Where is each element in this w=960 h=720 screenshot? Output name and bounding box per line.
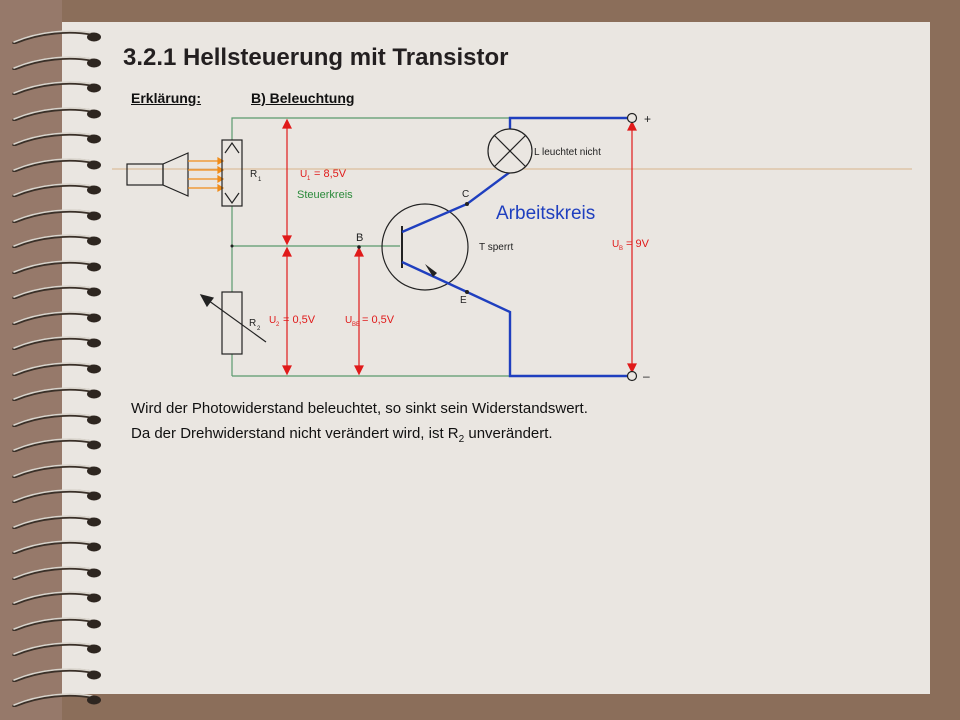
emitter-label: E: [460, 295, 467, 306]
u2-value: = 0,5V: [283, 314, 316, 326]
emitter-node: [465, 290, 469, 294]
spiral-ring: [12, 489, 101, 503]
spiral-ring: [12, 234, 101, 248]
ube-sub: BE: [352, 322, 360, 328]
spiral-ring: [12, 310, 101, 325]
potentiometer-r2: [199, 291, 267, 355]
spiral-ring: [12, 616, 101, 631]
page-shadow: [0, 0, 62, 720]
spiral-ring: [12, 81, 101, 95]
explanation-line-2: Da der Drehwiderstand nicht verändert wi…: [131, 425, 553, 445]
ube-value: = 0,5V: [362, 314, 395, 326]
spiral-ring: [12, 387, 101, 401]
lamp-state: L leuchtet nicht: [534, 147, 601, 158]
minus-label: –: [643, 369, 650, 383]
spiral-ring: [12, 132, 101, 146]
ub-value: = 9V: [626, 238, 650, 250]
arbeitskreis-label: Arbeitskreis: [496, 203, 595, 224]
light-rays: [188, 156, 225, 193]
subtitle-case: B) Beleuchtung: [251, 90, 355, 106]
voltage-arrows: [282, 118, 637, 376]
steuerkreis-label: Steuerkreis: [297, 189, 353, 201]
spiral-ring: [12, 591, 101, 605]
emitter-arrow: [425, 264, 437, 277]
line2-text: Da der Drehwiderstand nicht verändert wi…: [131, 425, 459, 442]
ube-label: U: [345, 315, 352, 326]
spiral-ring: [12, 565, 101, 580]
spiral-ring: [12, 183, 101, 197]
ub-sub: B: [619, 246, 623, 252]
spiral-ring: [12, 514, 101, 529]
spiral-ring: [12, 55, 101, 70]
spiral-ring: [12, 463, 101, 478]
spiral-ring: [12, 667, 101, 682]
r2-label: R: [249, 318, 256, 329]
spiral-ring: [12, 336, 101, 350]
spiral-ring: [12, 642, 101, 656]
spiral-ring: [12, 285, 101, 299]
transistor-symbol: [381, 203, 469, 291]
spiral-ring: [12, 361, 101, 376]
spiral-ring: [12, 693, 101, 707]
lamp-icon: [487, 128, 533, 174]
plus-label: +: [644, 112, 651, 126]
collector-label: C: [462, 189, 469, 200]
light-source-icon: [126, 152, 189, 197]
transistor-state: T sperrt: [479, 242, 513, 253]
spiral-ring: [12, 412, 101, 427]
explanation-line-1: Wird der Photowiderstand beleuchtet, so …: [131, 400, 588, 417]
slide-title: 3.2.1 Hellsteuerung mit Transistor: [123, 44, 509, 71]
spiral-ring: [12, 259, 101, 274]
plus-terminal: [626, 112, 638, 124]
photoresistor-r1: [221, 139, 243, 207]
line2-sub: 2: [458, 434, 465, 445]
r1-label: R: [250, 169, 257, 180]
minus-terminal: [626, 370, 638, 382]
spiral-ring: [12, 106, 101, 121]
u2-sub: 2: [276, 322, 280, 328]
r1-sub: 1: [258, 177, 262, 183]
spiral-ring: [12, 157, 101, 172]
junction-node: [230, 244, 234, 248]
collector-node: [465, 202, 469, 206]
spiral-ring: [12, 30, 101, 44]
subtitle-explanation: Erklärung:: [131, 90, 202, 106]
u1-label: U: [300, 169, 307, 180]
u2-label: U: [269, 315, 276, 326]
u1-value: = 8,5V: [314, 168, 347, 180]
spiral-ring: [12, 540, 101, 554]
base-node: [357, 245, 361, 249]
spiral-ring: [12, 208, 101, 223]
ub-label: U: [612, 239, 619, 250]
line2-end: unverändert.: [464, 425, 553, 442]
u1-sub: 1: [307, 176, 311, 182]
base-label: B: [356, 232, 363, 244]
spiral-ring: [12, 438, 101, 452]
r2-sub: 2: [257, 326, 261, 332]
